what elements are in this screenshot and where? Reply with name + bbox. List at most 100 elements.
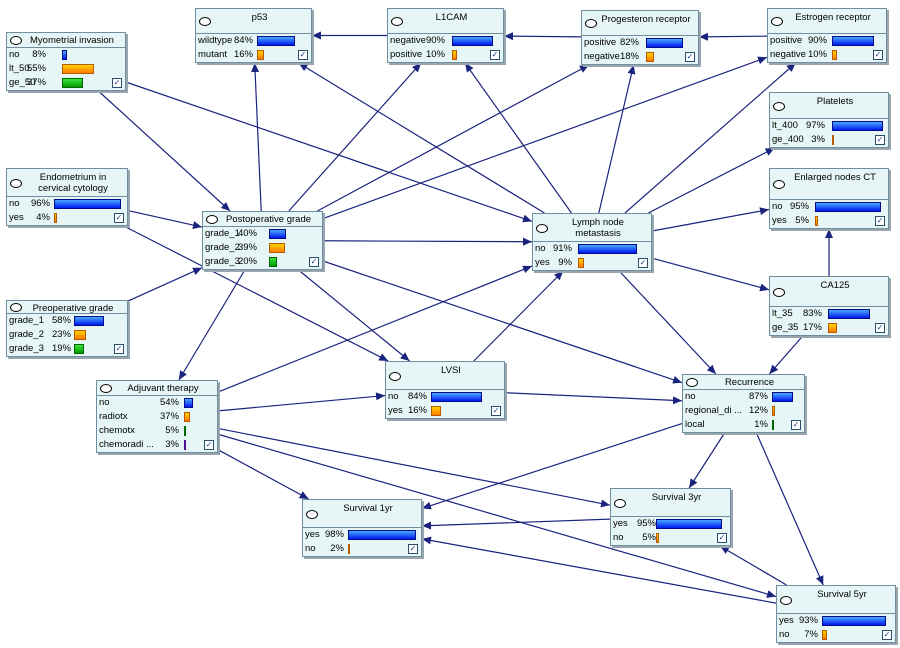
probability-bar	[832, 135, 834, 145]
node-header[interactable]: Lymph node metastasis	[533, 214, 651, 242]
checkbox-icon[interactable]: ✓	[491, 406, 501, 416]
node-header[interactable]: Preoperative grade	[7, 301, 127, 314]
checkbox-icon[interactable]: ✓	[638, 258, 648, 268]
node-header[interactable]: Survival 1yr	[303, 500, 421, 528]
node-header[interactable]: L1CAM	[388, 9, 503, 34]
node-header[interactable]: Progesteron receptor	[582, 11, 698, 36]
node-header[interactable]: Adjuvant therapy	[97, 381, 217, 396]
checkbox-icon[interactable]: ✓	[873, 50, 883, 60]
node-header[interactable]: Survival 3yr	[611, 489, 730, 517]
checkbox-icon[interactable]: ✓	[114, 344, 124, 354]
node-header[interactable]: Myometrial invasion	[7, 33, 125, 48]
checkbox-icon[interactable]: ✓	[875, 323, 885, 333]
checkbox-icon[interactable]: ✓	[112, 78, 122, 88]
node-header[interactable]: Platelets	[770, 93, 888, 119]
checkbox-icon[interactable]: ✓	[114, 213, 124, 223]
checkbox-icon[interactable]: ✓	[204, 440, 214, 450]
checkbox-icon[interactable]: ✓	[309, 257, 319, 267]
node-header[interactable]: Survival 5yr	[777, 586, 895, 614]
node-header[interactable]: CA125	[770, 277, 888, 307]
node-header[interactable]: Recurrence	[683, 375, 804, 390]
node-header[interactable]: p53	[196, 9, 311, 34]
edge-lymph-to-estrogen	[624, 62, 797, 214]
checkbox-icon[interactable]: ✓	[298, 50, 308, 60]
checkbox-icon[interactable]: ✓	[408, 544, 418, 554]
node-header[interactable]: Postoperative grade	[203, 212, 322, 227]
node-header[interactable]: Endometrium in cervical cytology	[7, 169, 127, 197]
checkbox-icon[interactable]: ✓	[717, 533, 727, 543]
state-label: local	[685, 419, 705, 430]
state-percent: 2%	[330, 543, 344, 554]
checkbox-icon[interactable]: ✓	[791, 420, 801, 430]
checkbox-icon[interactable]: ✓	[490, 50, 500, 60]
node-header[interactable]: Enlarged nodes CT	[770, 169, 888, 200]
node-header[interactable]: LVSI	[386, 362, 504, 390]
state-row[interactable]: regional_di ...12%	[683, 404, 804, 418]
state-row[interactable]: chemoradi ...3%	[97, 438, 217, 452]
node-header[interactable]: Estrogen receptor	[768, 9, 886, 34]
checkbox-icon[interactable]: ✓	[685, 52, 695, 62]
checkbox-icon[interactable]: ✓	[875, 135, 885, 145]
checkbox-icon[interactable]: ✓	[882, 630, 892, 640]
checkbox-icon[interactable]: ✓	[875, 216, 885, 226]
